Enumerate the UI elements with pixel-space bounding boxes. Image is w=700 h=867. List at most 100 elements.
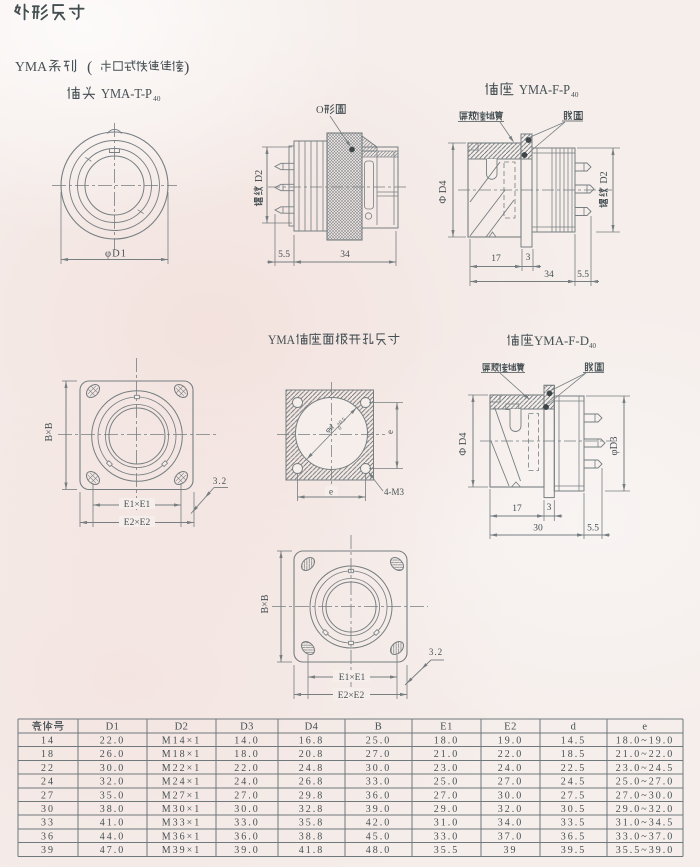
- svg-text:22.0: 22.0: [498, 749, 524, 760]
- svg-text:B×B: B×B: [44, 422, 55, 441]
- svg-text:18.5: 18.5: [561, 749, 587, 760]
- svg-text:0: 0: [337, 425, 343, 432]
- svg-text:YMA-F-D: YMA-F-D: [534, 334, 589, 348]
- svg-text:27.0: 27.0: [366, 749, 392, 760]
- svg-text:M39×1: M39×1: [162, 845, 202, 856]
- svg-text:3: 3: [526, 253, 531, 263]
- svg-text:YMA: YMA: [268, 333, 295, 347]
- svg-text:41.8: 41.8: [299, 845, 325, 856]
- svg-text:22: 22: [41, 763, 55, 774]
- svg-text:25.0: 25.0: [434, 777, 460, 788]
- svg-text:YMA-T-P: YMA-T-P: [101, 86, 152, 101]
- svg-text:5.5: 5.5: [587, 524, 599, 534]
- svg-text:34: 34: [340, 250, 350, 260]
- svg-text:E2×E2: E2×E2: [124, 518, 151, 528]
- svg-text:39: 39: [41, 845, 55, 856]
- svg-text:39: 39: [504, 845, 518, 856]
- svg-text:25.0: 25.0: [366, 735, 392, 746]
- svg-text:42.0: 42.0: [366, 818, 392, 829]
- svg-text:30.0: 30.0: [498, 790, 524, 801]
- svg-text:Φ D4: Φ D4: [458, 432, 469, 456]
- svg-text:36: 36: [41, 831, 55, 842]
- svg-text:(: (: [87, 59, 92, 76]
- svg-text:D2: D2: [254, 170, 265, 182]
- svg-text:40: 40: [571, 90, 579, 99]
- svg-text:38.0: 38.0: [100, 804, 126, 815]
- svg-text:e: e: [329, 487, 333, 497]
- svg-text:24.8: 24.8: [299, 763, 325, 774]
- svg-text:22.0: 22.0: [234, 763, 260, 774]
- svg-text:36.0: 36.0: [366, 790, 392, 801]
- svg-text:3: 3: [547, 503, 552, 513]
- svg-text:32.8: 32.8: [299, 804, 325, 815]
- svg-text:D2: D2: [599, 171, 610, 183]
- svg-text:38.8: 38.8: [299, 831, 325, 842]
- svg-text:M33×1: M33×1: [162, 818, 202, 829]
- svg-text:27.0: 27.0: [234, 790, 260, 801]
- svg-text:24.0: 24.0: [498, 763, 524, 774]
- svg-text:B: B: [375, 722, 383, 733]
- svg-text:24: 24: [41, 777, 55, 788]
- svg-text:21.0~22.0: 21.0~22.0: [616, 749, 674, 760]
- svg-text:37.0: 37.0: [498, 831, 524, 842]
- svg-text:5.5: 5.5: [577, 270, 589, 280]
- svg-text:35.5~39.0: 35.5~39.0: [616, 845, 674, 856]
- svg-text:22.0: 22.0: [100, 735, 126, 746]
- svg-text:32.0: 32.0: [100, 777, 126, 788]
- svg-text:36.5: 36.5: [561, 831, 587, 842]
- svg-text:36.0: 36.0: [234, 831, 260, 842]
- svg-text:39.0: 39.0: [366, 804, 392, 815]
- svg-text:30.0: 30.0: [100, 763, 126, 774]
- svg-text:39.0: 39.0: [234, 845, 260, 856]
- svg-text:18.0~19.0: 18.0~19.0: [616, 735, 674, 746]
- svg-text:D3: D3: [240, 722, 254, 733]
- svg-text:35.0: 35.0: [100, 790, 126, 801]
- svg-text:D4: D4: [305, 722, 319, 733]
- svg-text:+0.5: +0.5: [336, 417, 348, 428]
- svg-text:29.0~32.0: 29.0~32.0: [616, 804, 674, 815]
- svg-text:26.0: 26.0: [100, 749, 126, 760]
- svg-text:33.0~37.0: 33.0~37.0: [616, 831, 674, 842]
- svg-text:23.0~24.5: 23.0~24.5: [616, 763, 674, 774]
- svg-text:32.0: 32.0: [498, 804, 524, 815]
- svg-text:3.2: 3.2: [213, 476, 227, 486]
- svg-text:e: e: [642, 722, 647, 733]
- svg-text:24.0: 24.0: [234, 777, 260, 788]
- svg-text:29.8: 29.8: [299, 790, 325, 801]
- svg-text:M18×1: M18×1: [162, 749, 202, 760]
- svg-text:44.0: 44.0: [100, 831, 126, 842]
- svg-text:45.0: 45.0: [366, 831, 392, 842]
- svg-text:21.0: 21.0: [434, 749, 460, 760]
- svg-text:35.5: 35.5: [434, 845, 460, 856]
- svg-text:E1: E1: [440, 722, 453, 733]
- svg-text:YMA: YMA: [15, 60, 48, 75]
- svg-text:30.0: 30.0: [366, 763, 392, 774]
- svg-text:5.5: 5.5: [278, 250, 290, 260]
- svg-text:34: 34: [544, 270, 554, 280]
- svg-text:E1×E1: E1×E1: [339, 673, 366, 683]
- svg-text:25.0~27.0: 25.0~27.0: [616, 777, 674, 788]
- svg-text:M30×1: M30×1: [162, 804, 202, 815]
- svg-text:18.0: 18.0: [234, 749, 260, 760]
- svg-text:27.5: 27.5: [561, 790, 587, 801]
- svg-text:4-M3: 4-M3: [384, 487, 404, 497]
- svg-text:Φ D4: Φ D4: [438, 180, 449, 204]
- svg-text:39.5: 39.5: [561, 845, 587, 856]
- svg-text:14.0: 14.0: [234, 735, 260, 746]
- svg-text:33.0: 33.0: [366, 777, 392, 788]
- svg-text:26.8: 26.8: [299, 777, 325, 788]
- svg-text:φD3: φD3: [609, 437, 620, 456]
- svg-text:O: O: [316, 105, 324, 116]
- svg-text:E2: E2: [504, 722, 517, 733]
- svg-text:M36×1: M36×1: [162, 831, 202, 842]
- svg-text:30.5: 30.5: [561, 804, 587, 815]
- svg-text:27.0: 27.0: [498, 777, 524, 788]
- svg-text:33: 33: [41, 818, 55, 829]
- svg-text:B×B: B×B: [260, 594, 271, 613]
- svg-text:40: 40: [589, 342, 597, 350]
- svg-text:14.5: 14.5: [561, 735, 587, 746]
- svg-text:16.8: 16.8: [299, 735, 325, 746]
- svg-text:18.0: 18.0: [434, 735, 460, 746]
- svg-text:30: 30: [533, 524, 543, 534]
- svg-text:e: e: [385, 430, 395, 434]
